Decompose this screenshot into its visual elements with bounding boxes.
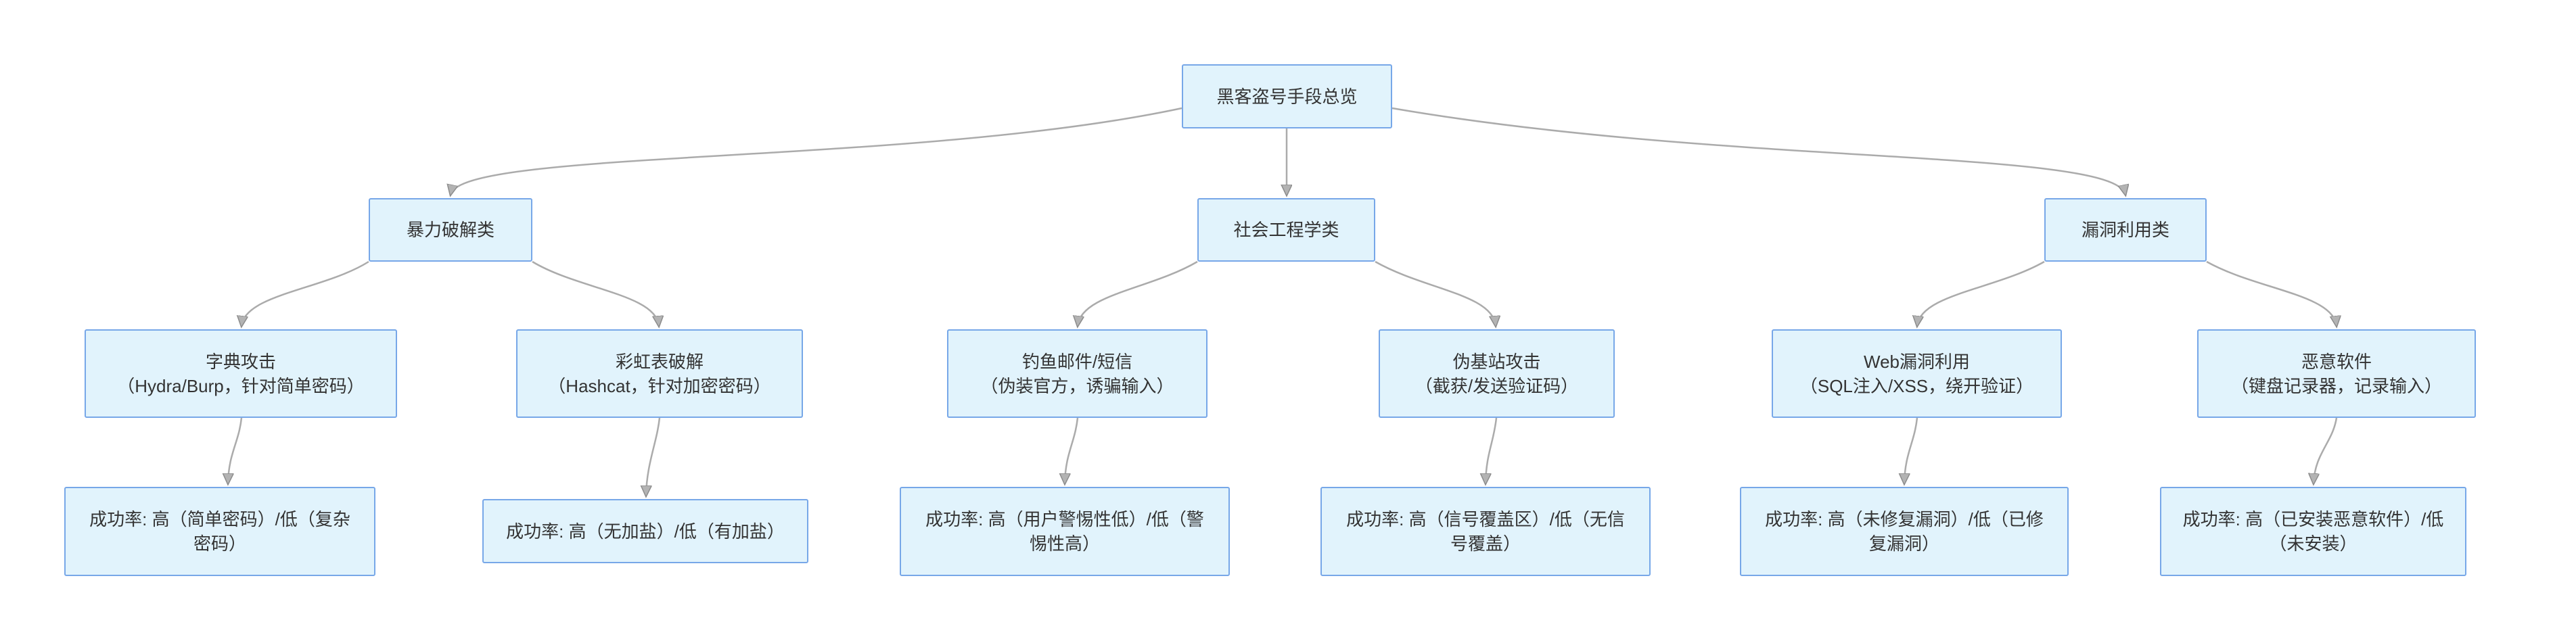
node-malware-detail: （键盘记录器，记录输入）: [2230, 375, 2442, 396]
node-web-vulnerability: Web漏洞利用 （SQL注入/XSS，绕开验证）: [1772, 329, 2062, 418]
node-phishing-detail: （伪装官方，诱骗输入）: [980, 375, 1174, 396]
node-phishing-success: 成功率: 高（用户警惕性低）/低（警惕性高）: [900, 487, 1230, 576]
node-dictionary-attack-name: 字典攻击: [205, 351, 276, 372]
node-malware-success: 成功率: 高（已安装恶意软件）/低（未安装）: [2160, 487, 2466, 576]
edge-fake-base-station-to-fake-base-success: [1486, 417, 1498, 483]
edge-malware-to-malware-success: [2314, 417, 2338, 483]
node-malware-success-label: 成功率: 高（已安装恶意软件）/低（未安装）: [2182, 509, 2444, 554]
node-fake-base-station-detail: （截获/发送验证码）: [1414, 375, 1579, 396]
node-fake-base-success-label: 成功率: 高（信号覆盖区）/低（无信号覆盖）: [1346, 509, 1625, 554]
edge-root-to-brute-force: [451, 107, 1182, 195]
node-rainbow-table: 彩虹表破解 （Hashcat，针对加密密码）: [516, 329, 803, 418]
edge-root-to-vulnerability-exploit: [1392, 107, 2125, 195]
node-social-engineering-label: 社会工程学类: [1233, 220, 1339, 240]
node-dictionary-success: 成功率: 高（简单密码）/低（复杂密码）: [64, 487, 375, 576]
edge-social-engineering-to-fake-base-station: [1375, 260, 1496, 326]
edge-vulnerability-exploit-to-malware: [2206, 260, 2337, 326]
node-fake-base-success: 成功率: 高（信号覆盖区）/低（无信号覆盖）: [1320, 487, 1651, 576]
node-social-engineering: 社会工程学类: [1197, 198, 1375, 262]
node-dictionary-success-label: 成功率: 高（简单密码）/低（复杂密码）: [89, 509, 350, 554]
node-rainbow-table-name: 彩虹表破解: [615, 351, 704, 372]
edge-brute-force-to-dictionary-attack: [242, 260, 369, 326]
node-brute-force: 暴力破解类: [369, 198, 532, 262]
node-phishing-name: 钓鱼邮件/短信: [1021, 351, 1133, 372]
edge-brute-force-to-rainbow-table: [532, 260, 659, 326]
edge-rainbow-table-to-rainbow-success: [646, 417, 661, 496]
node-web-vulnerability-name: Web漏洞利用: [1864, 351, 1970, 372]
node-dictionary-attack-detail: （Hydra/Burp，针对简单密码）: [117, 375, 365, 396]
node-web-vulnerability-detail: （SQL注入/XSS，绕开验证）: [1799, 375, 2034, 396]
node-rainbow-table-detail: （Hashcat，针对加密密码）: [548, 375, 771, 396]
edge-phishing-to-phishing-success: [1065, 417, 1079, 483]
edge-web-vulnerability-to-web-vuln-success: [1904, 417, 1918, 483]
node-fake-base-station: 伪基站攻击 （截获/发送验证码）: [1379, 329, 1615, 418]
edge-vulnerability-exploit-to-web-vulnerability: [1917, 260, 2045, 326]
node-malware: 恶意软件 （键盘记录器，记录输入）: [2197, 329, 2476, 418]
node-brute-force-label: 暴力破解类: [406, 220, 495, 240]
node-rainbow-success: 成功率: 高（无加盐）/低（有加盐）: [482, 499, 808, 563]
edge-dictionary-attack-to-dictionary-success: [228, 417, 243, 483]
node-fake-base-station-name: 伪基站攻击: [1452, 351, 1541, 372]
node-root-label: 黑客盗号手段总览: [1216, 86, 1358, 107]
node-vulnerability-exploit: 漏洞利用类: [2044, 198, 2207, 262]
node-malware-name: 恶意软件: [2301, 351, 2372, 372]
node-vulnerability-exploit-label: 漏洞利用类: [2081, 220, 2169, 240]
node-dictionary-attack: 字典攻击 （Hydra/Burp，针对简单密码）: [85, 329, 397, 418]
node-web-vuln-success-label: 成功率: 高（未修复漏洞）/低（已修复漏洞）: [1765, 509, 2044, 554]
node-rainbow-success-label: 成功率: 高（无加盐）/低（有加盐）: [506, 521, 785, 542]
node-phishing-success-label: 成功率: 高（用户警惕性低）/低（警惕性高）: [925, 509, 1204, 554]
node-root: 黑客盗号手段总览: [1182, 64, 1392, 128]
node-web-vuln-success: 成功率: 高（未修复漏洞）/低（已修复漏洞）: [1740, 487, 2069, 576]
edge-social-engineering-to-phishing: [1078, 260, 1198, 326]
node-phishing: 钓鱼邮件/短信 （伪装官方，诱骗输入）: [947, 329, 1208, 418]
